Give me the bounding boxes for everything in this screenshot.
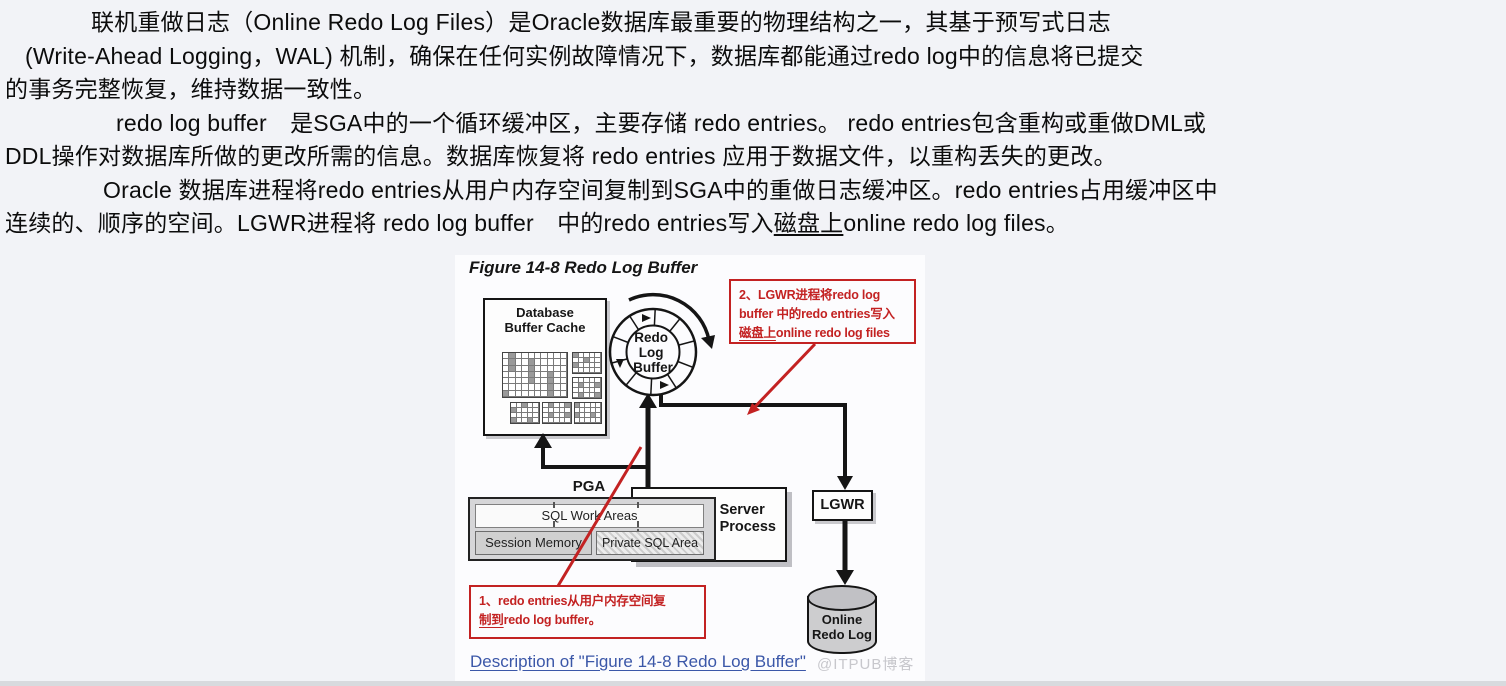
redo-log-buffer-label: Redo Log Buffer [633,330,673,375]
private-sql-area-bar: Private SQL Area [596,531,704,555]
circular-arrowhead [701,335,715,349]
tick-mark [553,502,555,508]
redo-log-buffer-inner-circle [625,324,681,380]
article-text: 联机重做日志（Online Redo Log Files）是Oracle数据库最… [3,6,1503,241]
callout-2-lgwr-writes: 2、LGWR进程将redo log buffer 中的redo entries写入… [729,279,916,344]
text-line: DDL操作对数据库所做的更改所需的信息。数据库恢复将 redo entries … [5,143,1117,169]
arrowhead-to-lgwr [837,476,853,490]
text-line: 联机重做日志（Online Redo Log Files）是Oracle数据库最… [91,9,1111,35]
circular-arrow [628,292,711,341]
sql-work-areas-bar: SQL Work Areas [475,504,704,528]
text-line: 制到redo log buffer。 [479,613,602,627]
window-bottom-edge [0,681,1506,686]
flow-line-buffer-to-lgwr [659,391,847,485]
server-process-label: Server Process [719,502,776,535]
redo-log-buffer-outer-circle [608,307,698,397]
arrowhead-to-buffer [639,393,657,408]
ring-segments [611,309,695,395]
figure-description-link[interactable]: Description of "Figure 14-8 Redo Log Buf… [470,652,806,671]
buffer-block-grid [502,352,568,398]
figure-redo-log-buffer: Figure 14-8 Redo Log Buffer Database Buf… [455,255,925,681]
tick-mark [553,521,555,527]
text-line: redo log buffer 是SGA中的一个循环缓冲区，主要存储 redo … [116,109,1207,136]
tick-mark [637,502,639,508]
text-line: (Write-Ahead Logging，WAL) 机制，确保在任何实例故障情况… [25,42,1144,69]
flow-line-branch-to-cache [541,441,648,469]
arrowhead-to-disk [836,570,854,585]
buffer-block-grid [572,352,602,374]
database-buffer-cache-box: Database Buffer Cache [483,298,607,436]
cylinder-top [807,585,877,611]
callout-2-leader-arrowhead [747,403,760,415]
database-buffer-cache-label: Database Buffer Cache [504,305,586,335]
buffer-block-grid [510,402,540,424]
text-line: 磁盘上online redo log files [739,326,890,340]
callout-2-leader-line [749,342,817,413]
text-line: 连续的、顺序的空间。LGWR进程将 redo log buffer 中的redo… [5,210,1069,236]
text-line: 的事务完整恢复，维持数据一致性。 [5,76,377,102]
buffer-block-grid [542,402,572,424]
online-redo-log-cylinder-icon: Online Redo Log [807,585,879,659]
pga-box: SQL Work Areas Session Memory Private SQ… [468,497,716,561]
callout-1-redo-entries-copied: 1、redo entries从用户内存空间复制到redo log buffer。 [469,585,706,639]
text-line: 2、LGWR进程将redo log [739,288,881,302]
figure-title: Figure 14-8 Redo Log Buffer [469,258,698,277]
text-line: Oracle 数据库进程将redo entries从用户内存空间复制到SGA中的… [103,176,1218,203]
buffer-block-grid [572,377,602,399]
text-line: buffer 中的redo entries写入 [739,307,895,321]
ring-rotation-arrows [616,314,669,389]
text-line: 1、redo entries从用户内存空间复 [479,594,666,608]
pga-label: PGA [572,478,606,495]
lgwr-box: LGWR [812,490,873,521]
itpub-watermark: @ITPUB博客 [817,656,915,673]
tick-mark [637,521,639,527]
buffer-block-grid [574,402,602,424]
online-redo-log-label: Online Redo Log [812,612,872,642]
session-memory-bar: Session Memory [475,531,592,555]
